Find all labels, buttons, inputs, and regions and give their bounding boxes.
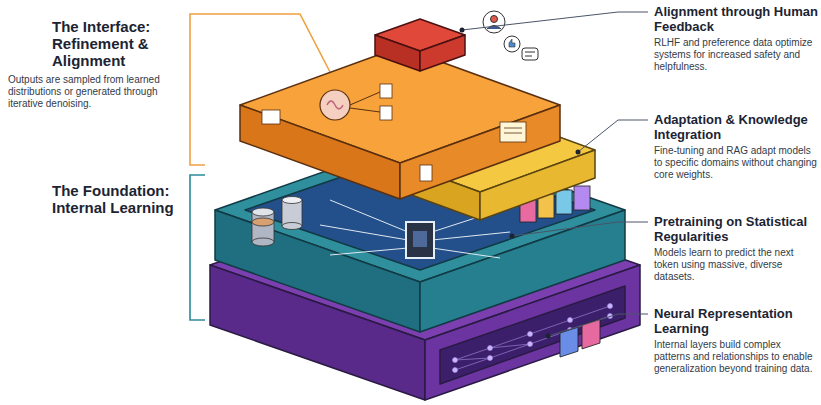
- foundation-bracket: [190, 175, 205, 320]
- network-cards: [560, 319, 600, 357]
- leader-line: [462, 12, 648, 30]
- section-heading: The Interface: Refinement & Alignment: [52, 18, 184, 69]
- leader-line: [512, 222, 648, 236]
- red-block: [375, 19, 465, 71]
- section-note: Outputs are sampled from learned distrib…: [8, 74, 184, 110]
- neural-network-symbol: [453, 304, 613, 373]
- brain-symbol: [262, 84, 392, 124]
- leader-line: [548, 314, 648, 336]
- callout-heading: Alignment through Human Feedback: [654, 4, 818, 34]
- leader-dot: [546, 334, 551, 339]
- leader-line: [578, 120, 648, 152]
- section-heading: The Foundation: Internal Learning: [52, 182, 184, 216]
- feedback-icons: [483, 11, 538, 60]
- leader-dot: [576, 150, 581, 155]
- document-symbol: [420, 122, 526, 181]
- leader-dot: [460, 28, 465, 33]
- callout-heading: Pretraining on Statistical Regularities: [654, 214, 818, 244]
- leader-dot: [510, 234, 515, 239]
- callout-body: Fine-tuning and RAG adapt models to spec…: [654, 145, 818, 181]
- orange-layer: [240, 47, 560, 199]
- callout-body: RLHF and preference data optimize system…: [654, 37, 818, 73]
- callout-body: Internal layers build complex patterns a…: [654, 339, 818, 375]
- teal-layer: [215, 138, 625, 332]
- callout-heading: Neural Representation Learning: [654, 306, 818, 336]
- callout-heading: Adaptation & Knowledge Integration: [654, 112, 818, 142]
- database-symbol: [252, 197, 302, 247]
- callout-body: Models learn to predict the next token u…: [654, 247, 818, 283]
